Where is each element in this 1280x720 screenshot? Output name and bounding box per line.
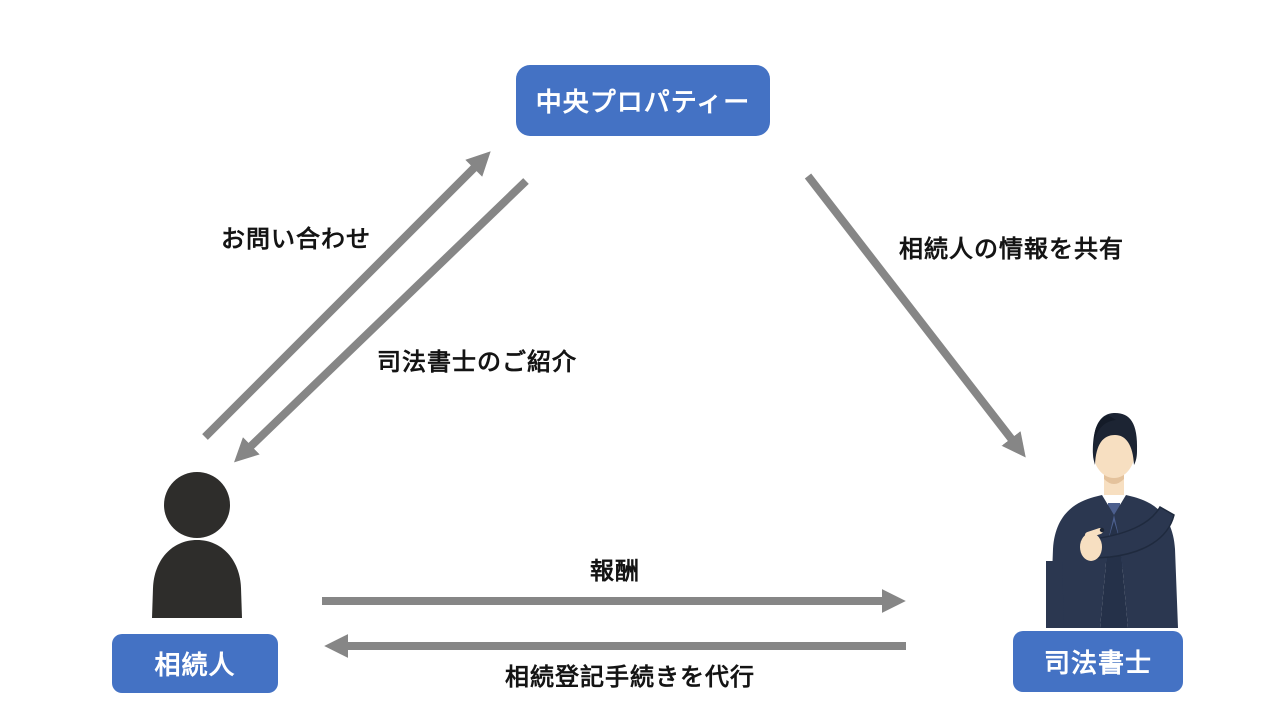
node-heir: 相続人 <box>112 634 278 693</box>
node-company: 中央プロパティー <box>516 65 770 136</box>
businessman-illustration-icon <box>1046 413 1178 628</box>
node-scrivener: 司法書士 <box>1013 631 1183 692</box>
arrow-label-share-info: 相続人の情報を共有 <box>899 236 1124 263</box>
arrow-inquiry <box>202 151 491 440</box>
person-silhouette-icon <box>152 472 242 618</box>
arrow-label-agency: 相続登記手続きを代行 <box>505 664 755 691</box>
arrow-label-introduction: 司法書士のご紹介 <box>377 349 577 376</box>
arrow-share-info <box>804 173 1026 458</box>
arrow-label-fee: 報酬 <box>590 558 640 585</box>
arrow-label-inquiry: お問い合わせ <box>221 226 371 253</box>
arrow-introduction <box>234 178 529 463</box>
